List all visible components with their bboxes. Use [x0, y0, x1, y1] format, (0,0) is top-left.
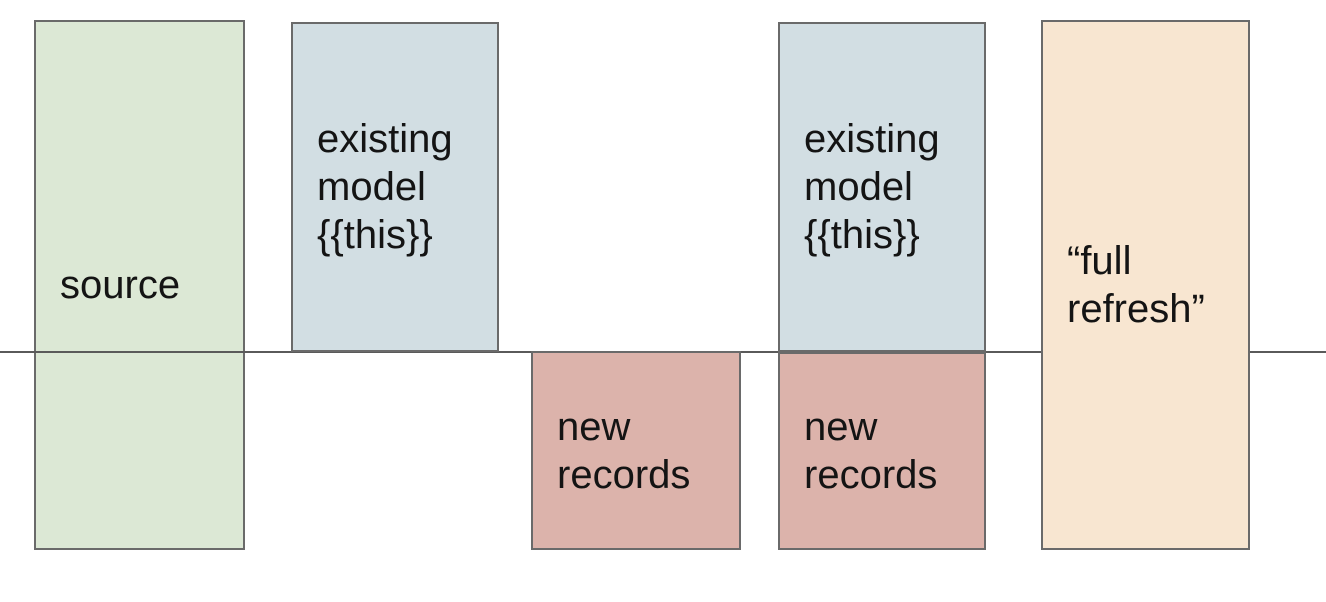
new-records-box-2-label: new records	[804, 405, 938, 497]
source-box: source	[34, 20, 245, 550]
existing-model-box-1-label: existing model {{this}}	[317, 117, 453, 257]
source-box-label: source	[60, 263, 181, 307]
existing-model-box-2-label: existing model {{this}}	[804, 117, 940, 257]
new-records-box-2: new records	[778, 352, 986, 550]
new-records-box-1: new records	[531, 351, 741, 550]
existing-model-box-1: existing model {{this}}	[291, 22, 499, 352]
full-refresh-box: “full refresh”	[1041, 20, 1250, 550]
new-records-box-1-label: new records	[557, 404, 691, 497]
existing-model-box-2: existing model {{this}}	[778, 22, 986, 352]
full-refresh-box-label: “full refresh”	[1067, 239, 1205, 331]
